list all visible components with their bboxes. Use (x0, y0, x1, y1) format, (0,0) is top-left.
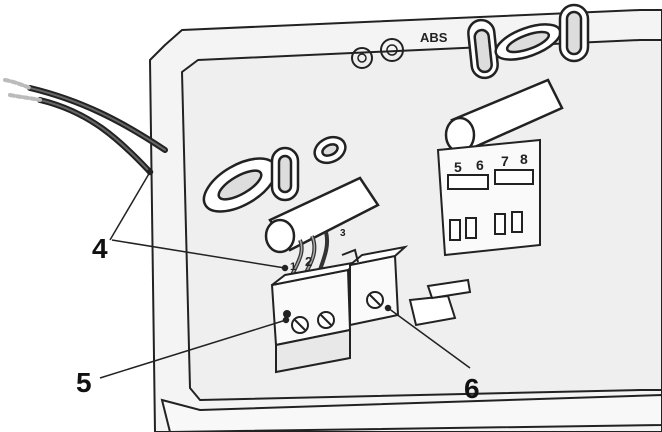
mounting-slots-top (467, 3, 590, 80)
terminal-numbers-right: 5 6 7 8 (454, 151, 528, 175)
release-tab (408, 278, 472, 327)
mounting-slots-left (202, 135, 347, 213)
material-marking: ABS (351, 30, 448, 69)
terminal-block-right (436, 138, 541, 257)
terminal-numbers-left: 1 2 3 (290, 228, 346, 273)
callout-lines (99, 168, 471, 379)
terminal-6: 6 (476, 157, 484, 173)
external-wires (3, 78, 168, 175)
callout-4: 4 (92, 233, 108, 264)
terminal-5: 5 (454, 159, 462, 175)
terminal-1: 1 (290, 261, 296, 273)
cable-clamp-left (264, 176, 380, 254)
bottom-ledge (160, 393, 662, 432)
terminal-7: 7 (501, 153, 509, 169)
terminal-2: 2 (305, 254, 312, 269)
terminal-block-plug (270, 261, 359, 374)
material-label: ABS (420, 30, 448, 45)
terminal-8: 8 (520, 151, 528, 167)
cable-clamp-right (444, 78, 564, 154)
inner-panel (181, 39, 662, 401)
terminal-3: 3 (340, 228, 346, 239)
callout-6: 6 (464, 373, 480, 404)
callout-5: 5 (76, 367, 92, 398)
